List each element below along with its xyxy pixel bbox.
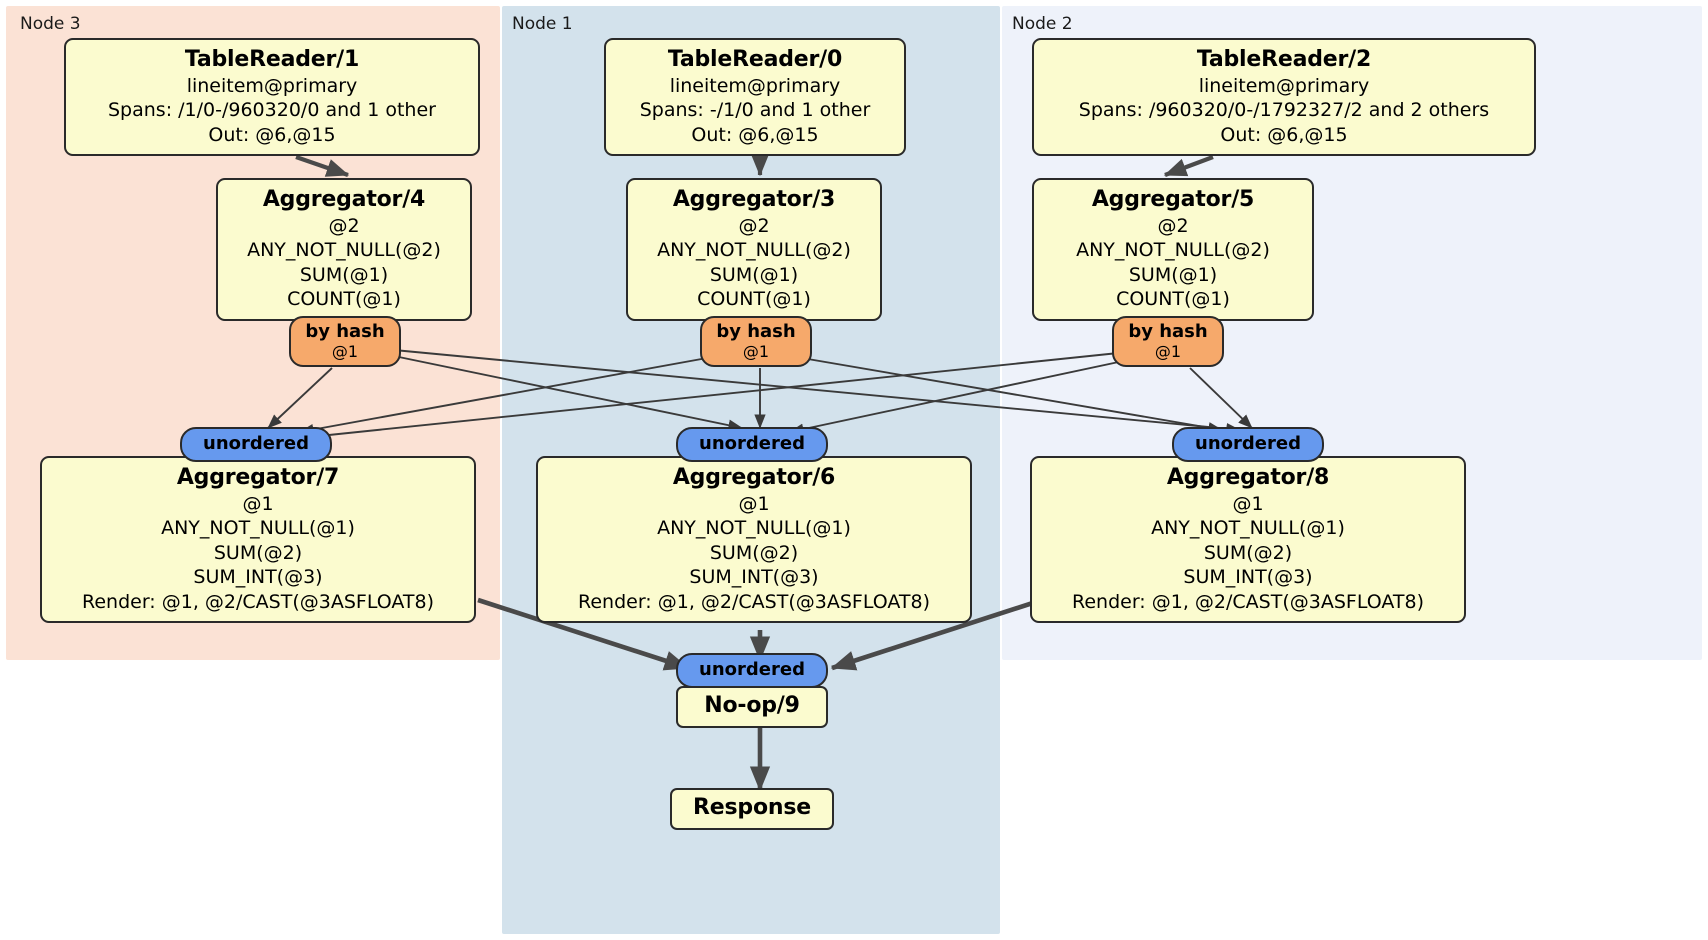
hash-router-node1[interactable]: by hash @1 bbox=[700, 316, 812, 367]
processor-detail-line: @1 bbox=[1232, 492, 1264, 515]
processor-title: Aggregator/8 bbox=[1166, 465, 1330, 490]
processor-title: No-op/9 bbox=[704, 693, 800, 718]
processor-detail-line: SUM(@2) bbox=[709, 541, 799, 564]
router-type-label: by hash bbox=[305, 321, 385, 342]
processor-detail-line: @2 bbox=[1157, 214, 1189, 237]
processor-detail-line: lineitem@primary bbox=[669, 74, 841, 97]
processor-title: TableReader/2 bbox=[1196, 47, 1372, 72]
processor-table-reader-0[interactable]: TableReader/0 lineitem@primary Spans: -/… bbox=[604, 38, 906, 156]
processor-title: TableReader/0 bbox=[667, 47, 843, 72]
router-type-label: unordered bbox=[699, 433, 805, 454]
processor-detail-line: SUM(@1) bbox=[299, 263, 389, 286]
processor-detail-line: Render: @1, @2/CAST(@3ASFLOAT8) bbox=[578, 590, 930, 613]
processor-detail-line: Render: @1, @2/CAST(@3ASFLOAT8) bbox=[82, 590, 434, 613]
processor-detail-line: SUM(@2) bbox=[1203, 541, 1293, 564]
processor-detail-line: Spans: /960320/0-/1792327/2 and 2 others bbox=[1078, 99, 1490, 121]
processor-detail-line: lineitem@primary bbox=[186, 74, 358, 97]
processor-detail-line: ANY_NOT_NULL(@2) bbox=[1076, 239, 1270, 261]
processor-detail-line: Out: @6,@15 bbox=[1220, 123, 1348, 146]
processor-detail-line: SUM_INT(@3) bbox=[1183, 566, 1313, 588]
router-type-label: by hash bbox=[1128, 321, 1208, 342]
processor-detail-line: SUM(@2) bbox=[213, 541, 303, 564]
processor-detail-line: SUM(@1) bbox=[1128, 263, 1218, 286]
processor-aggregator-7[interactable]: Aggregator/7 @1 ANY_NOT_NULL(@1) SUM(@2)… bbox=[40, 456, 476, 623]
hash-router-node2[interactable]: by hash @1 bbox=[1112, 316, 1224, 367]
processor-detail-line: lineitem@primary bbox=[1198, 74, 1370, 97]
processor-title: Response bbox=[693, 795, 811, 820]
processor-aggregator-6[interactable]: Aggregator/6 @1 ANY_NOT_NULL(@1) SUM(@2)… bbox=[536, 456, 972, 623]
processor-detail-line: ANY_NOT_NULL(@2) bbox=[657, 239, 851, 261]
processor-aggregator-3[interactable]: Aggregator/3 @2 ANY_NOT_NULL(@2) SUM(@1)… bbox=[626, 178, 882, 321]
processor-noop-9[interactable]: No-op/9 bbox=[676, 686, 828, 728]
processor-detail-line: @2 bbox=[328, 214, 360, 237]
processor-detail-line: COUNT(@1) bbox=[697, 288, 811, 310]
processor-title: TableReader/1 bbox=[184, 47, 360, 72]
hash-router-node3[interactable]: by hash @1 bbox=[289, 316, 401, 367]
processor-detail-line: ANY_NOT_NULL(@1) bbox=[1151, 517, 1345, 539]
router-type-label: by hash bbox=[716, 321, 796, 342]
processor-detail-line: Spans: /1/0-/960320/0 and 1 other bbox=[108, 99, 436, 121]
processor-title: Aggregator/7 bbox=[176, 465, 340, 490]
processor-aggregator-4[interactable]: Aggregator/4 @2 ANY_NOT_NULL(@2) SUM(@1)… bbox=[216, 178, 472, 321]
processor-detail-line: Out: @6,@15 bbox=[691, 123, 819, 146]
processor-detail-line: ANY_NOT_NULL(@1) bbox=[657, 517, 851, 539]
router-type-label: unordered bbox=[1195, 433, 1301, 454]
processor-table-reader-1[interactable]: TableReader/1 lineitem@primary Spans: /1… bbox=[64, 38, 480, 156]
node-label-node2: Node 2 bbox=[1012, 14, 1073, 34]
processor-aggregator-8[interactable]: Aggregator/8 @1 ANY_NOT_NULL(@1) SUM(@2)… bbox=[1030, 456, 1466, 623]
processor-detail-line: SUM(@1) bbox=[709, 263, 799, 286]
router-column-label: @1 bbox=[742, 341, 770, 361]
processor-detail-line: @1 bbox=[738, 492, 770, 515]
processor-detail-line: @1 bbox=[242, 492, 274, 515]
sync-router-node2[interactable]: unordered bbox=[1172, 427, 1324, 462]
sync-router-node1[interactable]: unordered bbox=[676, 427, 828, 462]
processor-title: Aggregator/3 bbox=[672, 187, 836, 212]
processor-detail-line: @2 bbox=[738, 214, 770, 237]
router-type-label: unordered bbox=[203, 433, 309, 454]
node-label-node1: Node 1 bbox=[512, 14, 573, 34]
processor-response[interactable]: Response bbox=[670, 788, 834, 830]
processor-title: Aggregator/5 bbox=[1091, 187, 1255, 212]
processor-detail-line: Spans: -/1/0 and 1 other bbox=[639, 99, 871, 121]
sync-router-node3[interactable]: unordered bbox=[180, 427, 332, 462]
processor-detail-line: ANY_NOT_NULL(@2) bbox=[247, 239, 441, 261]
processor-detail-line: SUM_INT(@3) bbox=[689, 566, 819, 588]
router-column-label: @1 bbox=[1154, 341, 1182, 361]
node-label-node3: Node 3 bbox=[20, 14, 81, 34]
router-type-label: unordered bbox=[699, 659, 805, 680]
processor-detail-line: COUNT(@1) bbox=[1116, 288, 1230, 310]
processor-detail-line: ANY_NOT_NULL(@1) bbox=[161, 517, 355, 539]
processor-table-reader-2[interactable]: TableReader/2 lineitem@primary Spans: /9… bbox=[1032, 38, 1536, 156]
router-column-label: @1 bbox=[331, 341, 359, 361]
processor-detail-line: SUM_INT(@3) bbox=[193, 566, 323, 588]
processor-detail-line: COUNT(@1) bbox=[287, 288, 401, 310]
processor-detail-line: Out: @6,@15 bbox=[208, 123, 336, 146]
processor-detail-line: Render: @1, @2/CAST(@3ASFLOAT8) bbox=[1072, 590, 1424, 613]
sync-router-final[interactable]: unordered bbox=[676, 653, 828, 688]
processor-aggregator-5[interactable]: Aggregator/5 @2 ANY_NOT_NULL(@2) SUM(@1)… bbox=[1032, 178, 1314, 321]
processor-title: Aggregator/6 bbox=[672, 465, 836, 490]
processor-title: Aggregator/4 bbox=[262, 187, 426, 212]
